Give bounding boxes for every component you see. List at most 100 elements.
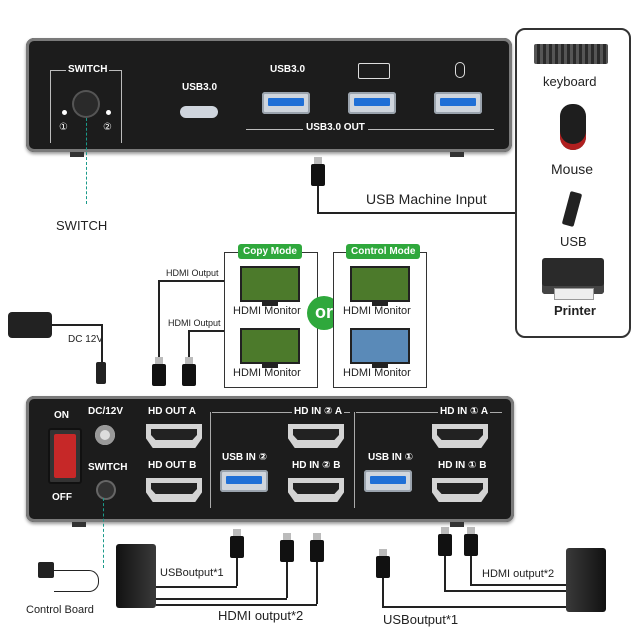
switch-callout-label: SWITCH <box>56 218 108 233</box>
hdmi-plug-icon <box>182 357 196 386</box>
hd-in1-b-label: HD IN ① B <box>438 460 487 471</box>
left-hdmi-cable <box>316 562 318 604</box>
printer-paper <box>554 288 594 300</box>
hd-out-a-label: HD OUT A <box>148 406 196 417</box>
keyboard-icon <box>534 44 608 64</box>
usb-in1-port[interactable] <box>364 470 412 492</box>
left-hdmi-cable <box>156 604 317 606</box>
left-usb-cable <box>236 558 238 586</box>
left-hdmi-output-label: HDMI output*2 <box>218 608 304 623</box>
right-usb-cable <box>382 606 566 608</box>
divider <box>354 412 355 508</box>
control-board-label: Control Board <box>26 604 94 616</box>
usb-machine-input-label: USB Machine Input <box>366 191 487 207</box>
hdmi-output-cable-1 <box>158 280 224 282</box>
control-monitor-1-label: HDMI Monitor <box>343 305 411 317</box>
foot <box>450 522 464 527</box>
power-adapter-icon <box>8 312 52 338</box>
control-board-icon <box>38 562 54 578</box>
hdmi-plug-icon <box>152 357 166 386</box>
hdmi-output-cable-1 <box>158 280 160 362</box>
hdmi-output-label-2: HDMI Output <box>168 318 221 328</box>
usb-plug-icon <box>230 529 244 558</box>
hd-out-b-port[interactable] <box>146 478 202 502</box>
monitor-icon <box>350 328 410 368</box>
dc-port[interactable] <box>95 425 115 445</box>
input1-bracket <box>356 412 502 413</box>
input2-bracket <box>212 412 350 413</box>
dc-plug-icon <box>96 362 106 384</box>
usb-out-port-1[interactable] <box>262 92 310 114</box>
right-hdmi-cable <box>444 556 446 590</box>
right-hdmi-cable <box>470 584 566 586</box>
usb-input-plug-icon <box>311 157 325 186</box>
usb-input-cable <box>317 212 517 214</box>
power-rocker-switch[interactable] <box>48 428 82 484</box>
hd-in2-b-port[interactable] <box>288 478 344 502</box>
left-hdmi-cable <box>156 598 287 600</box>
port-1-mark: ① <box>59 122 68 133</box>
foot <box>72 522 86 527</box>
usb-in1-label: USB IN ① <box>368 452 414 463</box>
usb-out-label: USB3.0 OUT <box>303 122 368 133</box>
hd-out-a-port[interactable] <box>146 424 202 448</box>
right-usb-output-label: USBoutput*1 <box>383 612 459 627</box>
usb-out-bracket <box>246 129 494 130</box>
off-label: OFF <box>52 492 72 503</box>
keyboard-label: keyboard <box>543 74 597 89</box>
hdmi-output-cable-2 <box>188 330 190 362</box>
copy-mode-tag: Copy Mode <box>238 244 302 259</box>
keyboard-port-icon <box>358 63 390 79</box>
monitor-icon <box>240 328 300 368</box>
usb-plug-icon <box>376 549 390 578</box>
power-cable <box>52 324 102 326</box>
top-switch-button[interactable] <box>74 92 98 116</box>
foot <box>70 152 84 157</box>
copy-monitor-1-label: HDMI Monitor <box>233 305 301 317</box>
usb-c-port[interactable] <box>180 106 218 118</box>
hd-in2-a-port[interactable] <box>288 424 344 448</box>
copy-monitor-2-label: HDMI Monitor <box>233 367 301 379</box>
hdmi-plug-icon <box>280 533 294 562</box>
hd-out-b-label: HD OUT B <box>148 460 197 471</box>
hdmi-plug-icon <box>310 533 324 562</box>
led-2-icon <box>106 110 111 115</box>
top-switch-label: SWITCH <box>66 64 110 75</box>
usb-c-label: USB3.0 <box>182 82 218 93</box>
hd-in1-a-label: HD IN ① A <box>438 406 491 417</box>
on-label: ON <box>54 410 69 421</box>
divider <box>210 412 211 508</box>
monitor-icon <box>350 266 410 306</box>
left-usb-cable <box>156 586 237 588</box>
power-rocker-face <box>54 434 76 478</box>
left-usb-output-label: USBoutput*1 <box>160 567 224 579</box>
power-cable <box>101 324 103 364</box>
usb-input-cable <box>317 186 319 214</box>
control-board-cable <box>54 570 99 592</box>
control-board-callout-line <box>103 498 104 568</box>
dc-port-label: DC/12V <box>88 406 124 417</box>
control-mode-tag: Control Mode <box>346 244 421 259</box>
mouse-icon <box>560 104 586 150</box>
mouse-port-icon <box>455 62 465 78</box>
devices-box <box>515 28 631 338</box>
hdmi-plug-icon <box>464 527 478 556</box>
hd-in1-a-port[interactable] <box>432 424 488 448</box>
dc-12v-label: DC 12V <box>68 334 104 345</box>
hd-in2-a-label: HD IN ② A <box>292 406 345 417</box>
switch-callout-line <box>86 118 87 204</box>
usb-out-port-3[interactable] <box>434 92 482 114</box>
right-hdmi-output-label: HDMI output*2 <box>482 568 555 580</box>
bottom-switch-port[interactable] <box>98 482 114 498</box>
printer-label: Printer <box>554 303 596 318</box>
usb-a-label: USB3.0 <box>270 64 306 75</box>
led-1-icon <box>62 110 67 115</box>
computer-tower-left-icon <box>116 544 156 608</box>
computer-tower-right-icon <box>566 548 606 612</box>
right-hdmi-cable <box>444 590 566 592</box>
usb-out-port-2[interactable] <box>348 92 396 114</box>
hdmi-plug-icon <box>438 527 452 556</box>
usb-in2-port[interactable] <box>220 470 268 492</box>
hd-in1-b-port[interactable] <box>432 478 488 502</box>
bottom-kvm-panel <box>26 396 514 522</box>
